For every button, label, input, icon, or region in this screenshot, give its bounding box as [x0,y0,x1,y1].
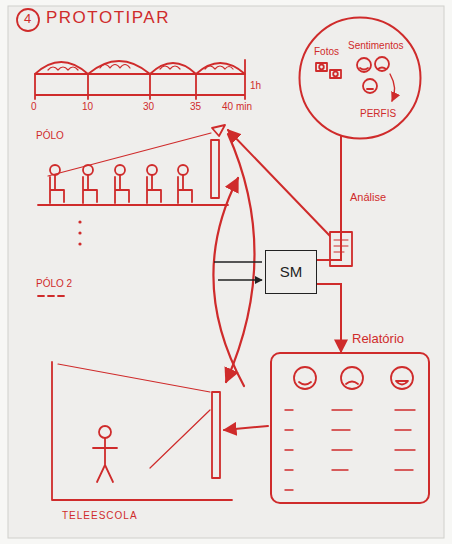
person-seat [50,175,64,203]
screen [211,140,219,198]
site-label: PÓLO 2 [36,278,72,290]
flow-connector [317,284,341,352]
face-icon [341,367,363,389]
face-icon [391,367,413,389]
face-mouth [360,68,368,70]
person-seat [147,175,161,203]
projection-beam [48,133,211,176]
circle-outline [298,16,422,140]
flow-curve [226,134,255,382]
axis-tick-label: 0 [31,101,37,113]
projector [212,125,225,136]
timeline-scribble [48,65,233,71]
face-mouth [346,382,358,385]
node-text: Fotos [314,46,339,58]
face-mouth [378,68,386,70]
axis-tick-label: 40 min [222,101,252,113]
duration-label: 1h [250,80,261,92]
person-head [83,165,93,175]
camera-icon [316,63,327,71]
stick-figure [93,438,117,482]
timeline-bar [35,60,245,99]
screen [212,392,220,478]
page-title: PROTOTIPAR [46,8,170,28]
face-icon [357,58,371,72]
circle-outline-shape [300,18,421,139]
flow-connector [317,135,341,260]
connector-label: Análise [348,191,388,204]
projection-beam [58,364,210,468]
report-rows [285,410,415,490]
axis-tick-label: 10 [82,101,93,113]
sketch-lines [17,9,415,500]
paper-sheet [8,6,444,538]
face-icon [294,367,316,389]
site-label: PÓLO [36,130,64,142]
room-outline [52,362,232,500]
axis-tick-label: 35 [190,101,201,113]
analysis-circle: Fotos SentimentosPERFIS [298,16,422,140]
person-seat [178,175,192,203]
axis-tick-label: 30 [143,101,154,113]
node-text: PERFIS [360,108,396,120]
node-text: SM [280,263,303,280]
callout-circle [17,9,39,31]
person-head [115,165,125,175]
camera-lens [333,72,338,77]
timeline-arcs [35,61,245,74]
feedback-arrow [228,130,330,236]
person-head [147,165,157,175]
ellipsis-dots [78,220,81,245]
dot [78,242,81,245]
person-seat [115,175,129,203]
site-label: TELEESCOLA [62,510,138,522]
dot [78,231,81,234]
input-arrows [214,262,262,280]
report-arrow [224,426,268,430]
camera-lens [319,65,324,70]
face-mouth [396,381,408,385]
person-head [99,426,111,438]
person-head [178,165,188,175]
node-text: Sentimentos [348,40,404,52]
profile-arrow [390,74,395,101]
flow-curve [213,178,244,386]
person-seat [83,175,97,203]
panel-heading: Relatório [352,332,404,347]
face-icon [375,57,389,71]
face-mouth [367,88,373,90]
camera-icon [330,70,341,78]
dot [78,220,81,223]
face-icon [363,79,377,93]
audience [50,165,192,203]
face-mouth [299,382,311,385]
report-panel: Relatório [270,352,430,504]
dash-marks [38,295,64,297]
callout-number: 4 [24,12,31,27]
person-head [50,165,60,175]
process-box: SM [265,250,317,294]
floor-line [38,204,228,206]
